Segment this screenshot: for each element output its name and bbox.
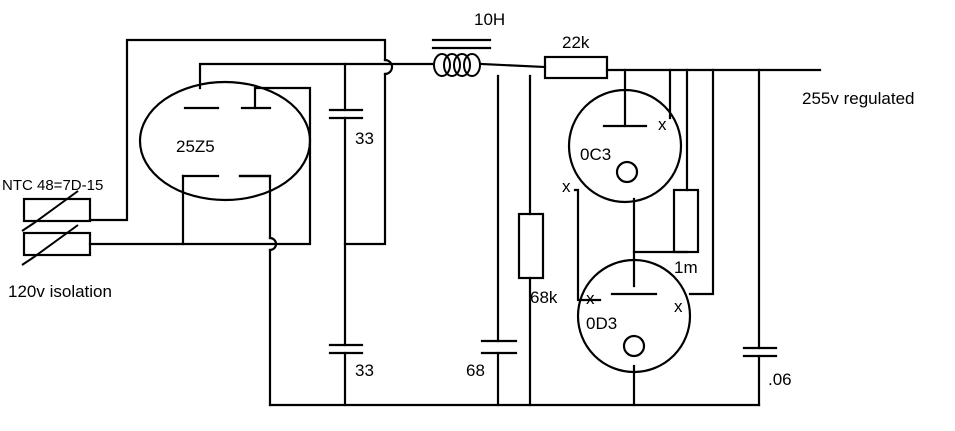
x-mark-0c3-right: x — [658, 115, 667, 134]
tube-0c3-label: 0C3 — [580, 145, 611, 164]
input-label: 120v isolation — [8, 282, 112, 301]
capacitor-33-lower: 33 — [328, 343, 374, 380]
wiring — [88, 38, 822, 407]
output-label: 255v regulated — [802, 89, 914, 108]
rectifier-tube-25z5: 25Z5 — [138, 80, 312, 202]
x-mark-0d3-right: x — [674, 297, 683, 316]
cap-33-lower-label: 33 — [355, 361, 374, 380]
resistor-22k-label: 22k — [562, 33, 590, 52]
resistor-68k: 68k — [517, 212, 558, 307]
ntc-label: NTC 48=7D-15 — [2, 177, 103, 194]
rectifier-label: 25Z5 — [176, 137, 215, 156]
ntc-thermistors: NTC 48=7D-15 120v isolation — [2, 177, 112, 301]
capacitor-68: 68 — [466, 339, 518, 380]
capacitor-06: .06 — [742, 346, 792, 389]
cap-68-label: 68 — [466, 361, 485, 380]
regulator-tube-0c3: 0C3 x x — [562, 88, 683, 204]
x-mark-0d3-left: x — [586, 289, 595, 308]
tube-0d3-label: 0D3 — [586, 314, 617, 333]
choke-label: 10H — [474, 10, 505, 29]
resistor-1m-label: 1m — [674, 258, 698, 277]
cap-33-upper-label: 33 — [355, 129, 374, 148]
resistor-22k: 22k — [543, 33, 609, 80]
resistor-68k-label: 68k — [530, 288, 558, 307]
choke-10h: 10H — [431, 10, 505, 77]
regulator-tube-0d3: 0D3 x x — [576, 258, 692, 374]
cap-06-label: .06 — [768, 370, 792, 389]
capacitor-33-upper: 33 — [328, 108, 374, 148]
x-mark-0c3-left: x — [562, 177, 571, 196]
resistor-1m: 1m — [672, 188, 700, 277]
